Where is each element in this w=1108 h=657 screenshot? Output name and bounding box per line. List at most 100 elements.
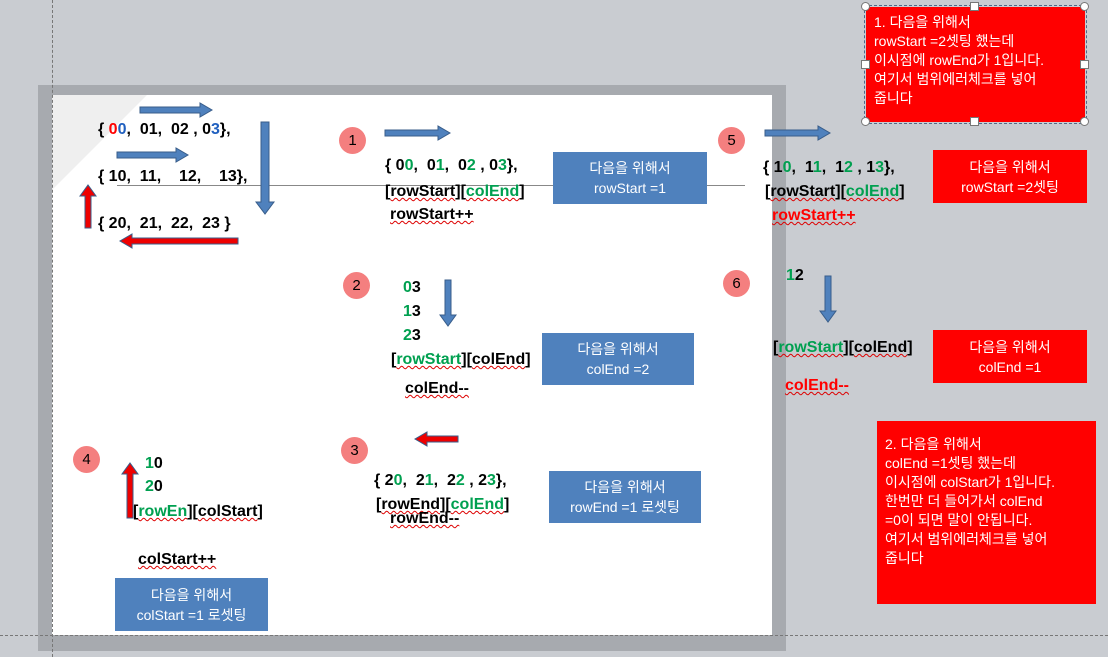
code-token: 1 [812, 159, 822, 176]
left-arrow [414, 431, 459, 447]
code-token: 3 [411, 303, 421, 320]
code-token: 0 [117, 121, 127, 138]
code-token: colEnd [853, 339, 908, 356]
code-line: colStart++ [138, 551, 216, 569]
resize-handle[interactable] [861, 60, 870, 69]
code-token: colStart++ [138, 551, 217, 568]
code-token: , 0 [444, 157, 467, 174]
note-title: 다음을 위해서 [589, 160, 671, 176]
right-arrow [384, 125, 451, 141]
step-3-badge[interactable]: 3 [341, 437, 368, 464]
code-token: }, [884, 159, 895, 176]
code-token: rowStart [396, 351, 462, 368]
code-token: rowStart [778, 339, 844, 356]
down-arrow [819, 275, 837, 323]
resize-handle[interactable] [970, 2, 979, 11]
code-token: 3 [498, 157, 507, 174]
resize-handle[interactable] [861, 2, 870, 11]
code-token: ][ [843, 339, 854, 356]
code-token: ][ [187, 503, 198, 520]
code-token: [ [133, 503, 139, 520]
corner-decoration [52, 95, 147, 190]
note-title: 다음을 위해서 [577, 341, 659, 357]
step-2-badge[interactable]: 2 [343, 272, 370, 299]
code-token: 2 [145, 478, 154, 495]
code-token: colEnd [465, 183, 520, 200]
step-1-badge[interactable]: 1 [339, 127, 366, 154]
code-token: 3 [411, 279, 421, 296]
code-token: }, [506, 157, 518, 174]
code-line: 03 [403, 279, 421, 297]
code-line: { 20, 21, 22, 23 } [98, 215, 231, 233]
code-line: [rowStart][colEnd] [773, 339, 913, 357]
resize-handle[interactable] [970, 117, 979, 126]
code-token: ][ [455, 183, 466, 200]
step-6-badge[interactable]: 6 [723, 270, 750, 297]
note-title: 다음을 위해서 [584, 479, 666, 495]
code-line: { 00, 01, 02 , 03}, [98, 121, 231, 139]
note-title: 다음을 위해서 [150, 586, 233, 603]
code-token: ][ [461, 351, 472, 368]
connector-line[interactable] [117, 185, 745, 186]
code-token: [ [376, 496, 382, 513]
code-token: , 2 [464, 472, 487, 489]
down-arrow [255, 121, 275, 215]
code-token: 0 [108, 121, 118, 138]
code-token: { 20, 21, 22, 23 } [98, 215, 231, 232]
resize-handle[interactable] [1080, 60, 1089, 69]
code-token: { 2 [374, 472, 394, 489]
code-token: 2 [843, 159, 853, 176]
horizontal-guide[interactable] [0, 635, 1108, 636]
code-token: colEnd-- [785, 377, 849, 394]
step-4-badge[interactable]: 4 [73, 446, 100, 473]
code-line: colEnd-- [785, 377, 849, 395]
code-token: [ [385, 183, 391, 200]
code-token: 1 [403, 303, 412, 320]
right-arrow [139, 102, 213, 118]
code-line: { 00, 01, 02 , 03}, [385, 157, 518, 175]
code-line: 12 [786, 267, 804, 285]
note-title: 다음을 위해서 [969, 158, 1051, 175]
code-token: ] [519, 183, 525, 200]
code-token: 2 [455, 472, 465, 489]
left-arrow [119, 233, 239, 249]
right-arrow [764, 125, 831, 141]
code-token: colEnd [450, 496, 504, 513]
step-5-badge[interactable]: 5 [718, 127, 745, 154]
code-token: , 2 [433, 472, 456, 489]
code-token: [ [773, 339, 779, 356]
resize-handle[interactable] [1080, 2, 1089, 11]
vertical-guide[interactable] [52, 0, 53, 657]
code-token: rowEnd [381, 496, 440, 513]
code-token: 1 [145, 455, 154, 472]
code-token: [ [391, 351, 397, 368]
code-token: ] [907, 339, 913, 356]
code-token: 0 [782, 159, 792, 176]
code-token: ] [504, 496, 510, 513]
code-token: , 2 [402, 472, 425, 489]
code-token: rowStart++ [390, 206, 474, 223]
resize-handle[interactable] [861, 117, 870, 126]
resize-handle[interactable] [1080, 117, 1089, 126]
code-token: , 1 [852, 159, 876, 176]
code-token: { [98, 121, 109, 138]
code-token: }, [495, 472, 507, 489]
step-5-note-box[interactable]: 다음을 위해서 rowStart =2셋팅 [933, 150, 1087, 203]
code-token: , 0 [475, 157, 498, 174]
code-token: 3 [875, 159, 885, 176]
code-line: [rowStart][colEnd] [391, 351, 531, 369]
code-line: 20 [145, 478, 163, 496]
code-token: rowStart [390, 183, 456, 200]
code-line: { 10, 11, 12 , 13}, [763, 159, 895, 177]
code-token: }, [219, 121, 231, 138]
range-check-note-1[interactable]: 1. 다음을 위해서 rowStart =2셋팅 했는데 이시점에 rowEnd… [864, 5, 1087, 124]
code-token: 1 [786, 267, 795, 284]
note-value: rowStart =2셋팅 [961, 178, 1059, 195]
range-check-note-2[interactable]: 2. 다음을 위해서 colEnd =1셋팅 했는데 이시점에 colStart… [877, 421, 1096, 604]
